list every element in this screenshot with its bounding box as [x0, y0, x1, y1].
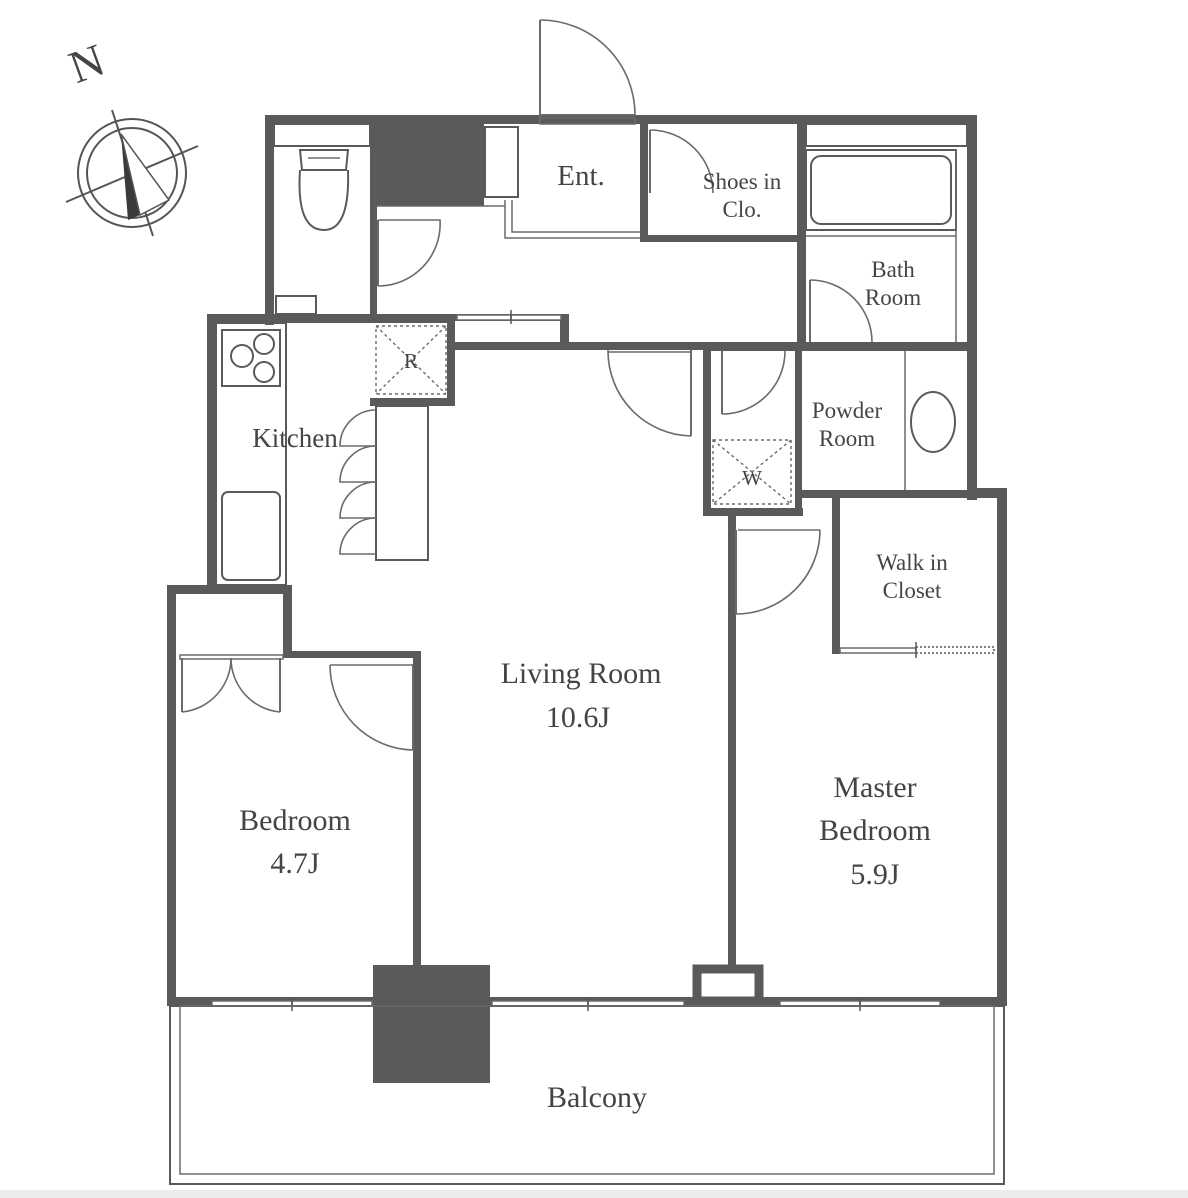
label-bath-line2: Room: [865, 285, 921, 310]
label-master-bedroom-line1: Master: [833, 771, 916, 804]
corridor-sliding-door: [456, 310, 562, 324]
compass: N: [62, 34, 199, 237]
walls: [167, 115, 1007, 1083]
label-walk-in-closet-line2: Closet: [883, 578, 942, 603]
entrance-area: [377, 19, 640, 239]
bedroom-area: [179, 654, 414, 751]
bath-room-area: [805, 123, 968, 343]
label-shoes-closet-line1: Shoes in: [703, 169, 782, 194]
label-balcony: Balcony: [547, 1081, 647, 1114]
label-walk-in-closet-line1: Walk in: [876, 550, 948, 575]
label-bath-line1: Bath: [871, 257, 915, 282]
label-kitchen: Kitchen: [252, 423, 338, 453]
north-label: N: [62, 34, 111, 93]
powder-room-area: [712, 350, 956, 505]
label-master-bedroom-line2: Bedroom: [819, 814, 931, 847]
room-labels: Ent. Shoes in Clo. Bath Room Powder Room…: [239, 160, 948, 1114]
label-shoes-closet-line2: Clo.: [723, 197, 762, 222]
label-entrance: Ent.: [557, 160, 605, 192]
toilet-room: [273, 123, 441, 315]
label-bedroom-size: 4.7J: [270, 847, 320, 880]
label-master-bedroom-size: 5.9J: [850, 858, 900, 891]
balcony-area: [169, 1005, 1005, 1185]
label-powder-line2: Room: [819, 426, 875, 451]
windows: [211, 997, 941, 1011]
label-powder-line1: Powder: [812, 398, 883, 423]
master-bedroom-area: [735, 529, 995, 658]
shoes-closet-door: [649, 129, 714, 194]
label-washer: W: [742, 466, 762, 490]
label-refrigerator: R: [404, 349, 418, 373]
label-living-room-size: 10.6J: [546, 701, 611, 734]
label-living-room: Living Room: [501, 657, 662, 690]
label-bedroom: Bedroom: [239, 804, 351, 837]
bottom-edge: [0, 1190, 1188, 1198]
living-room-door: [607, 349, 692, 437]
kitchen-area: [215, 322, 447, 586]
